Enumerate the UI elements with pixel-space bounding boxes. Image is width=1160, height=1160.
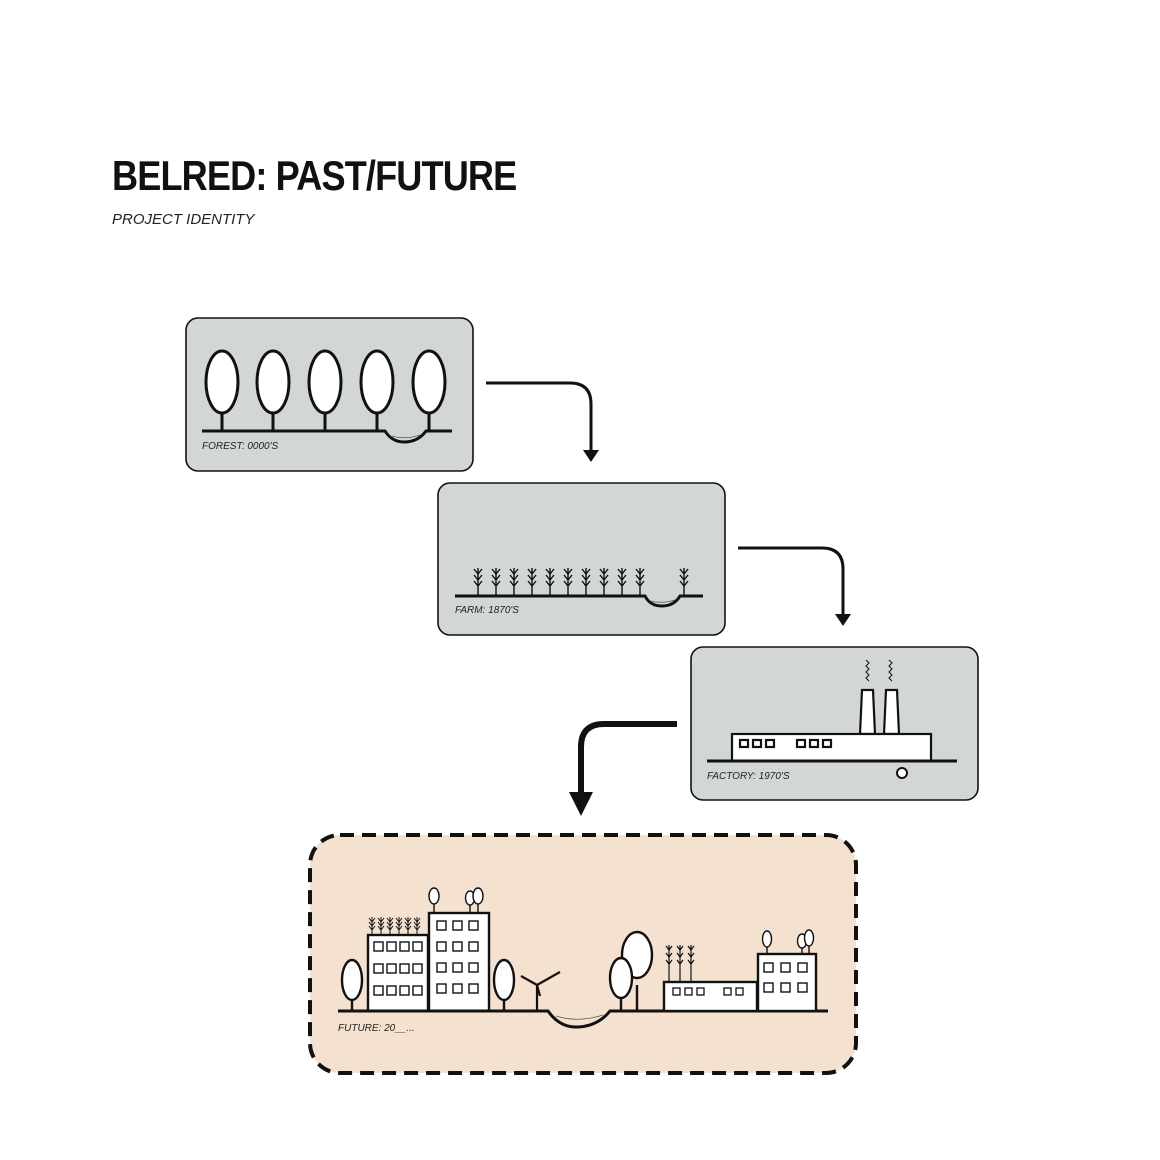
forest-trees-icon <box>204 349 447 431</box>
future-trees-right-icon <box>608 930 654 1011</box>
future-panel: FUTURE: 20__... <box>308 833 858 1075</box>
page-title: BELRED: PAST/FUTURE <box>112 152 517 199</box>
future-ground-icon <box>338 1009 828 1029</box>
wind-turbine-icon <box>520 971 561 1011</box>
arrow-factory-to-future-icon <box>578 721 677 796</box>
factory-label: FACTORY: 1970'S <box>707 771 790 782</box>
page-subtitle: PROJECT IDENTITY <box>112 211 255 228</box>
arrow-forest-to-farm-icon <box>486 381 593 452</box>
future-building-2-icon <box>427 887 491 1013</box>
future-building-1-icon <box>366 917 430 1013</box>
farm-panel: FARM: 1870'S <box>437 482 726 636</box>
forest-label: FOREST: 0000'S <box>202 441 279 452</box>
future-label: FUTURE: 20__... <box>338 1023 415 1034</box>
forest-ground-icon <box>202 429 452 444</box>
future-tree-mid-icon <box>492 958 516 1011</box>
arrow-farm-to-factory-icon <box>738 546 845 616</box>
farm-ground-icon <box>455 594 703 608</box>
factory-building-icon <box>730 688 933 763</box>
farm-label: FARM: 1870'S <box>455 605 519 616</box>
factory-panel: FACTORY: 1970'S <box>690 646 979 801</box>
smoke-icon <box>865 659 893 682</box>
pipe-outlet-icon <box>896 767 908 779</box>
future-tree-left-icon <box>340 958 364 1011</box>
forest-panel: FOREST: 0000'S <box>185 317 474 472</box>
crop-rows-icon <box>473 568 689 596</box>
future-building-3-icon <box>756 929 818 1013</box>
